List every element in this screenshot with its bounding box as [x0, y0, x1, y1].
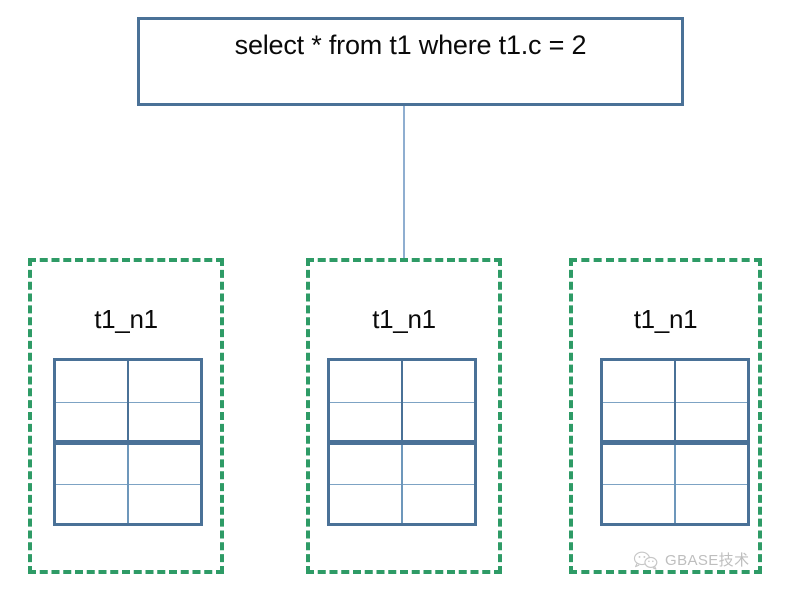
node-group-2-label: t1_n1	[372, 304, 436, 334]
table-partition-divider	[56, 440, 200, 445]
node-group-3-table	[600, 358, 750, 526]
node-group-3-label: t1_n1	[633, 304, 698, 334]
table-column-separator	[127, 361, 129, 440]
node-group-3: t1_n1	[569, 258, 762, 574]
table-column-separator	[401, 361, 403, 440]
node-group-1-label: t1_n1	[94, 304, 158, 334]
watermark-text: GBASE技术	[665, 552, 750, 569]
sql-query-text: select * from t1 where t1.c = 2	[234, 30, 587, 60]
node-group-1-table	[53, 358, 203, 526]
table-column-separator	[401, 445, 403, 523]
table-column-separator	[674, 361, 676, 440]
node-group-1: t1_n1	[28, 258, 224, 574]
table-partition-divider	[603, 440, 747, 445]
node-group-2-table	[327, 358, 477, 526]
table-column-separator	[127, 445, 129, 523]
node-group-2: t1_n1	[306, 258, 502, 574]
table-partition-divider	[330, 440, 474, 445]
sql-query-box: select * from t1 where t1.c = 2	[137, 17, 684, 106]
wechat-icon	[633, 550, 659, 570]
table-column-separator	[674, 445, 676, 523]
connector-line-query-to-node-2	[403, 106, 405, 259]
watermark: GBASE技术	[633, 549, 750, 570]
